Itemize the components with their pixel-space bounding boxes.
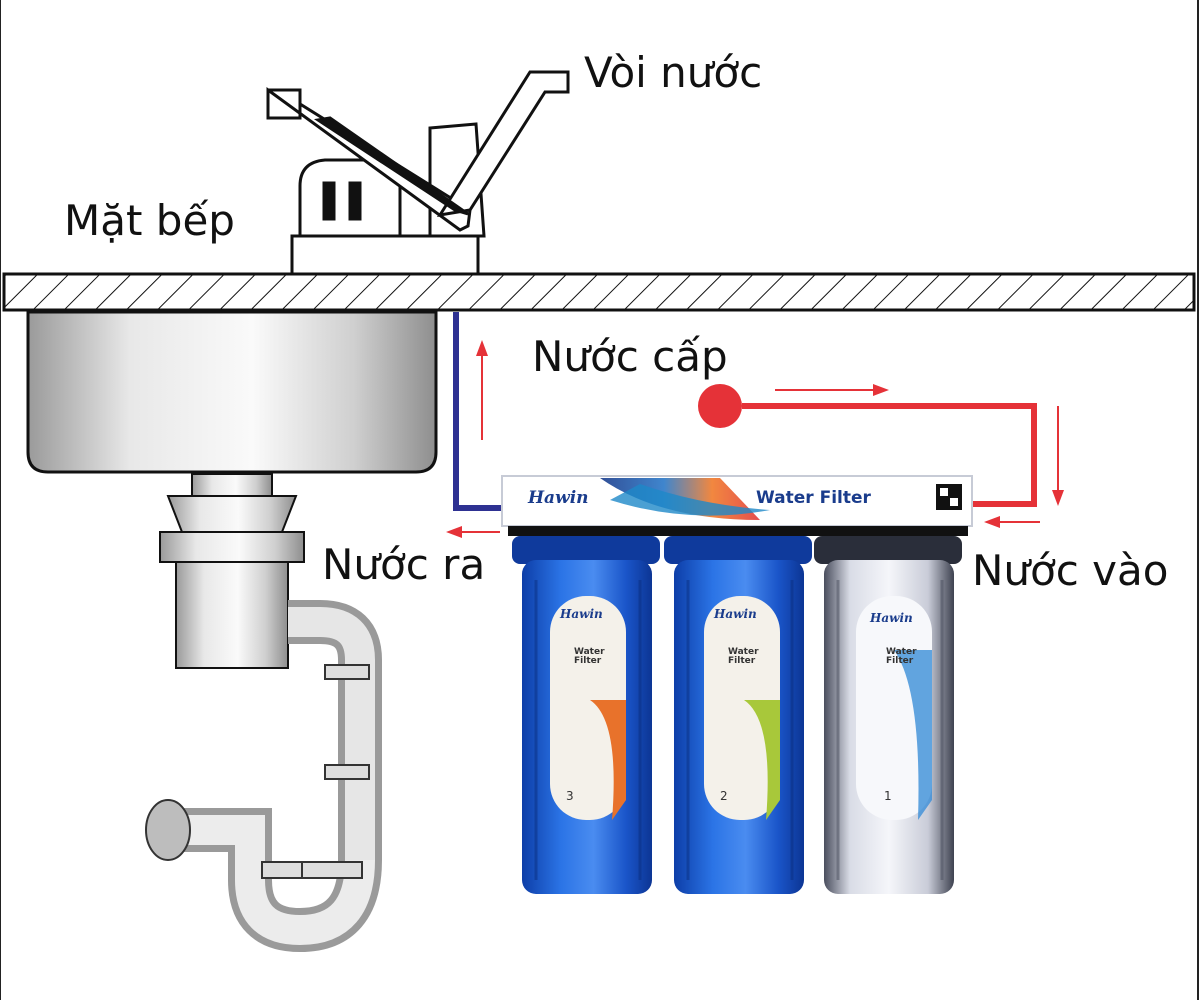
- filter-unit: [501, 475, 973, 894]
- countertop: [2, 272, 1196, 312]
- output-line: [446, 312, 510, 538]
- label-countertop: Mặt bếp: [64, 196, 235, 245]
- sink: [26, 310, 438, 669]
- label-faucet: Vòi nước: [584, 48, 763, 97]
- drain-trap: [145, 600, 382, 953]
- label-supply-water: Nước cấp: [532, 332, 728, 381]
- cartridge-2-title: Water Filter: [728, 647, 759, 666]
- filter-housing-2: [664, 536, 812, 894]
- cartridge-3-title: Water Filter: [574, 647, 605, 666]
- label-water-out: Nước ra: [322, 540, 486, 589]
- filter-housing-1: [814, 536, 962, 894]
- supply-line: [698, 384, 1064, 528]
- label-water-in: Nước vào: [972, 546, 1169, 595]
- faucet-base: [290, 234, 480, 276]
- cartridge-1-number: 1: [884, 789, 892, 803]
- faucet-handle: [436, 70, 570, 218]
- cartridge-2-number: 2: [720, 789, 728, 803]
- faucet-shadow: [313, 116, 469, 216]
- filter-header-title: Water Filter: [756, 488, 871, 508]
- cartridge-1-brand: Hawin: [870, 611, 913, 625]
- cartridge-1-title: Water Filter: [886, 647, 917, 666]
- cartridge-3-brand: Hawin: [560, 607, 603, 621]
- qr-code-icon: [936, 484, 962, 510]
- cartridge-2-brand: Hawin: [714, 607, 757, 621]
- cartridge-3-number: 3: [566, 789, 574, 803]
- filter-housing-3: [512, 536, 660, 894]
- faucet: [266, 70, 570, 276]
- filter-brand-logo: Hawin: [528, 488, 589, 508]
